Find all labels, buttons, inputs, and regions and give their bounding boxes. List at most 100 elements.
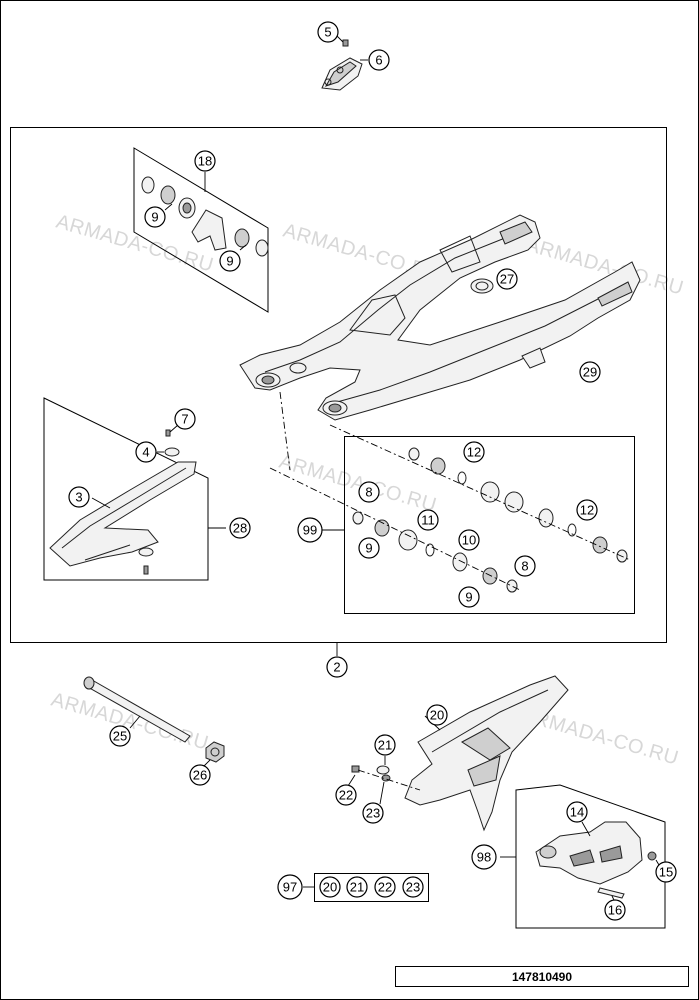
kit-97-item-23: 23 bbox=[402, 876, 424, 898]
callout-25: 25 bbox=[109, 725, 131, 747]
part-chain-guide-top bbox=[321, 39, 363, 91]
svg-text:9: 9 bbox=[465, 590, 472, 605]
svg-text:6: 6 bbox=[375, 53, 382, 68]
svg-text:8: 8 bbox=[521, 559, 528, 574]
svg-text:4: 4 bbox=[142, 445, 149, 460]
svg-text:18: 18 bbox=[198, 154, 212, 169]
subgroup-99-frame bbox=[344, 436, 635, 614]
subgroup-99-parts bbox=[352, 447, 628, 593]
svg-text:16: 16 bbox=[608, 903, 622, 918]
callout-12: 12 bbox=[576, 499, 598, 521]
part-25-axle bbox=[83, 676, 191, 743]
callout-23: 23 bbox=[362, 802, 384, 824]
callout-9: 9 bbox=[358, 537, 380, 559]
callout-6: 6 bbox=[368, 49, 390, 71]
svg-text:8: 8 bbox=[365, 485, 372, 500]
callout-28: 28 bbox=[229, 517, 251, 539]
svg-text:23: 23 bbox=[366, 806, 380, 821]
svg-text:22: 22 bbox=[339, 788, 353, 803]
part-21-washer bbox=[376, 765, 390, 775]
svg-text:14: 14 bbox=[570, 805, 584, 820]
callout-27: 27 bbox=[496, 268, 518, 290]
part-16-bolt bbox=[597, 887, 625, 899]
kit-97-item-22: 22 bbox=[374, 876, 396, 898]
part-15-nut bbox=[647, 851, 657, 861]
watermark: ARMADA-CO.RU bbox=[277, 451, 439, 517]
callout-7: 7 bbox=[174, 408, 196, 430]
kit-97-frame bbox=[314, 873, 429, 902]
svg-text:5: 5 bbox=[324, 25, 331, 40]
screw-5 bbox=[342, 39, 349, 47]
svg-text:3: 3 bbox=[75, 490, 82, 505]
drawing-id-box bbox=[395, 966, 689, 987]
callout-14: 14 bbox=[566, 801, 588, 823]
part-26-nut bbox=[205, 741, 225, 763]
svg-text:99: 99 bbox=[303, 523, 317, 538]
callout-5: 5 bbox=[317, 21, 339, 43]
callout-9: 9 bbox=[458, 586, 480, 608]
callout-11: 11 bbox=[417, 509, 439, 531]
part-14-chain-guide bbox=[535, 821, 643, 885]
part-3-chain-slider bbox=[49, 461, 197, 567]
swingarm bbox=[239, 214, 641, 421]
svg-text:9: 9 bbox=[226, 254, 233, 269]
kit-97-item-21: 21 bbox=[346, 876, 368, 898]
drawing-id: 147810490 bbox=[512, 970, 572, 984]
svg-text:9: 9 bbox=[151, 210, 158, 225]
svg-text:29: 29 bbox=[583, 365, 597, 380]
callout-3: 3 bbox=[68, 486, 90, 508]
svg-text:98: 98 bbox=[477, 850, 491, 865]
svg-text:12: 12 bbox=[467, 445, 481, 460]
svg-text:28: 28 bbox=[233, 521, 247, 536]
callout-8: 8 bbox=[358, 481, 380, 503]
svg-text:2: 2 bbox=[333, 660, 340, 675]
callout-9: 9 bbox=[144, 206, 166, 228]
part-20-chain-guard bbox=[404, 675, 569, 832]
callout-18: 18 bbox=[194, 150, 216, 172]
svg-text:21: 21 bbox=[378, 738, 392, 753]
svg-text:97: 97 bbox=[283, 880, 297, 895]
callout-20: 20 bbox=[426, 704, 448, 726]
svg-text:15: 15 bbox=[659, 865, 673, 880]
watermark: ARMADA-CO.RU bbox=[49, 689, 211, 755]
callout-2: 2 bbox=[326, 656, 348, 678]
callout-10: 10 bbox=[458, 529, 480, 551]
callout-21: 21 bbox=[374, 734, 396, 756]
kit-97-item-20: 20 bbox=[319, 876, 341, 898]
swingarm-group-frame bbox=[10, 127, 667, 643]
svg-text:26: 26 bbox=[193, 768, 207, 783]
callout-97: 97 bbox=[277, 874, 303, 900]
svg-text:22: 22 bbox=[378, 880, 392, 895]
svg-text:9: 9 bbox=[365, 541, 372, 556]
callout-15: 15 bbox=[655, 861, 677, 883]
svg-text:20: 20 bbox=[323, 880, 337, 895]
subgroup-18-parts bbox=[141, 176, 269, 257]
svg-text:10: 10 bbox=[462, 533, 476, 548]
svg-text:25: 25 bbox=[113, 729, 127, 744]
callout-16: 16 bbox=[604, 899, 626, 921]
svg-text:7: 7 bbox=[181, 412, 188, 427]
callout-99: 99 bbox=[297, 517, 323, 543]
callout-12: 12 bbox=[463, 441, 485, 463]
svg-text:21: 21 bbox=[350, 880, 364, 895]
callout-26: 26 bbox=[189, 764, 211, 786]
svg-text:27: 27 bbox=[500, 272, 514, 287]
svg-text:11: 11 bbox=[421, 513, 435, 528]
callout-4: 4 bbox=[135, 441, 157, 463]
callout-8: 8 bbox=[514, 555, 536, 577]
subgroup-18-frame bbox=[133, 147, 269, 313]
callout-9: 9 bbox=[219, 250, 241, 272]
callout-98: 98 bbox=[471, 844, 497, 870]
callout-22: 22 bbox=[335, 784, 357, 806]
svg-text:20: 20 bbox=[430, 708, 444, 723]
svg-text:12: 12 bbox=[580, 503, 594, 518]
callout-29: 29 bbox=[579, 361, 601, 383]
part-4-washer bbox=[164, 447, 180, 457]
slider-washer bbox=[138, 547, 154, 557]
svg-text:23: 23 bbox=[406, 880, 420, 895]
part-22-screw bbox=[351, 765, 360, 773]
part-7-screw bbox=[165, 429, 171, 437]
slider-screw bbox=[143, 565, 149, 575]
part-27-bushing bbox=[470, 278, 494, 294]
